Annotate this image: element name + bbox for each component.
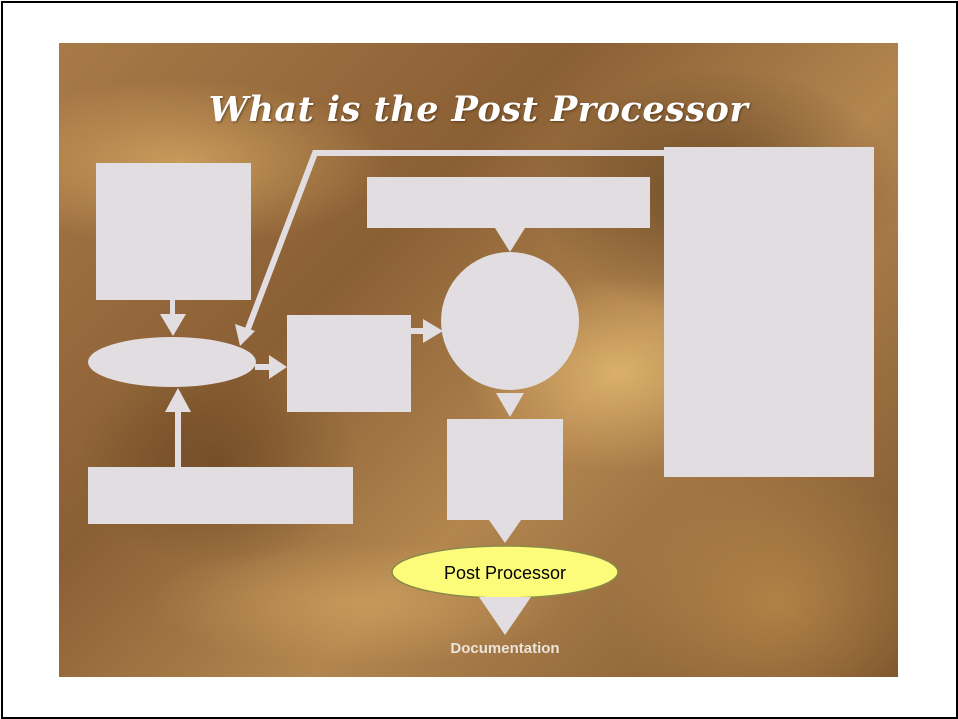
input-box-bottom-left [88, 467, 353, 524]
middle-box [287, 315, 411, 412]
post-processor-label: Post Processor [444, 563, 566, 583]
lower-center-box [447, 419, 563, 520]
arrow-head-ellipse-to-box [269, 355, 287, 379]
slide: What is the Post Processor [59, 43, 898, 677]
arrow-head-lower-box-to-post-processor [489, 520, 521, 543]
feedback-line [243, 150, 665, 336]
merge-ellipse [88, 337, 256, 387]
arrow-head-box-to-circle [423, 319, 443, 343]
top-center-box [367, 177, 650, 228]
arrow-head-circle-to-lower-box [496, 393, 524, 417]
arrow-shaft-bottom-to-ellipse [175, 406, 181, 467]
arrow-shaft-box-to-circle [411, 328, 427, 334]
right-tall-box [664, 147, 874, 477]
input-box-top-left [96, 163, 251, 300]
arrow-head-bottom-to-ellipse [165, 388, 191, 412]
feedback-arrow-head [235, 324, 255, 346]
flow-diagram: Post Processor Documentation [88, 147, 874, 657]
arrow-shaft-top-left-to-ellipse [170, 300, 175, 322]
arrow-shaft-ellipse-to-box [255, 364, 273, 370]
arrow-head-top-left-to-ellipse [160, 314, 186, 336]
arrow-head-top-box-to-circle [495, 228, 525, 252]
arrow-head-to-documentation [479, 597, 531, 635]
center-circle [441, 252, 579, 390]
slide-title: What is the Post Processor [208, 89, 749, 130]
documentation-label: Documentation [450, 640, 559, 657]
